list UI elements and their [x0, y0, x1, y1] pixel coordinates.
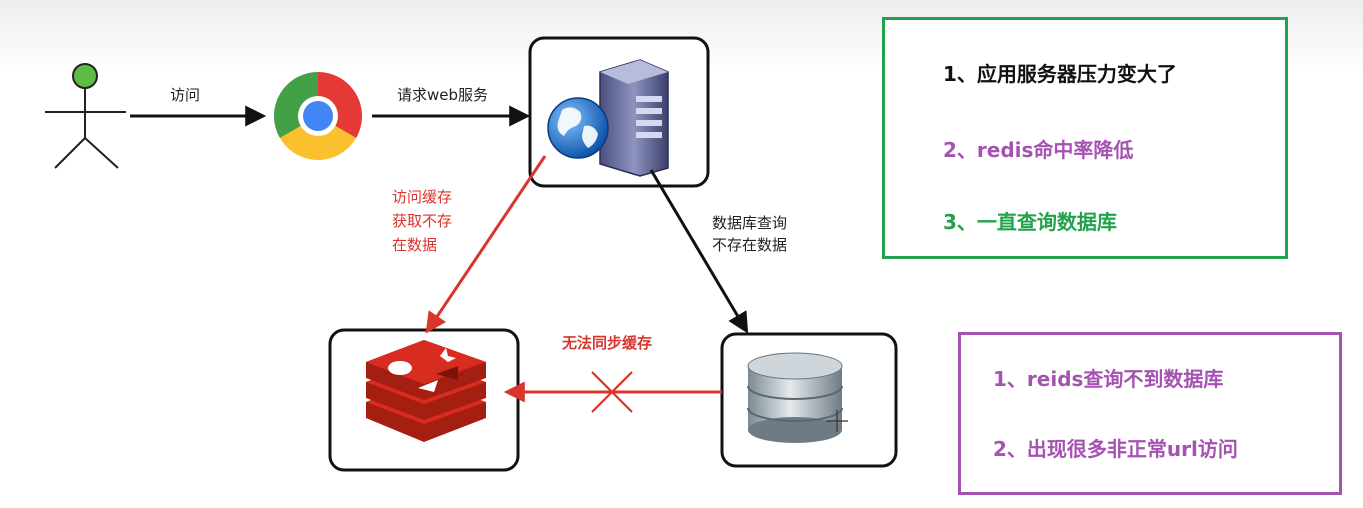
problems-panel: 1、应用服务器压力变大了 2、redis命中率降低 3、一直查询数据库 — [882, 17, 1288, 259]
cursor-crosshair-icon — [826, 410, 848, 432]
chrome-icon — [274, 72, 362, 160]
edge-cache-miss — [425, 155, 547, 334]
problem-item-2: 2、redis命中率降低 — [943, 138, 1134, 162]
user-icon — [45, 63, 126, 169]
cause-item-2: 2、出现很多非正常url访问 — [993, 437, 1238, 461]
problem-item-3: 3、一直查询数据库 — [943, 210, 1117, 234]
database-icon — [747, 352, 843, 443]
label-request-web: 请求web服务 — [397, 86, 489, 104]
label-cache-miss-1: 访问缓存 — [392, 188, 453, 206]
label-visit: 访问 — [170, 86, 201, 104]
edge-db-query — [649, 169, 749, 334]
redis-icon — [366, 340, 486, 442]
problem-item-1: 1、应用服务器压力变大了 — [943, 62, 1177, 86]
label-no-sync: 无法同步缓存 — [562, 334, 653, 352]
label-cache-miss-2: 获取不存 — [392, 212, 453, 230]
cause-item-1: 1、reids查询不到数据库 — [993, 367, 1224, 391]
label-cache-miss-3: 在数据 — [392, 236, 438, 254]
causes-panel: 1、reids查询不到数据库 2、出现很多非正常url访问 — [958, 332, 1342, 495]
label-db-query-1: 数据库查询 — [712, 214, 788, 232]
server-globe-icon — [547, 59, 669, 177]
label-db-query-2: 不存在数据 — [712, 236, 788, 254]
blocked-x-icon — [591, 371, 633, 413]
